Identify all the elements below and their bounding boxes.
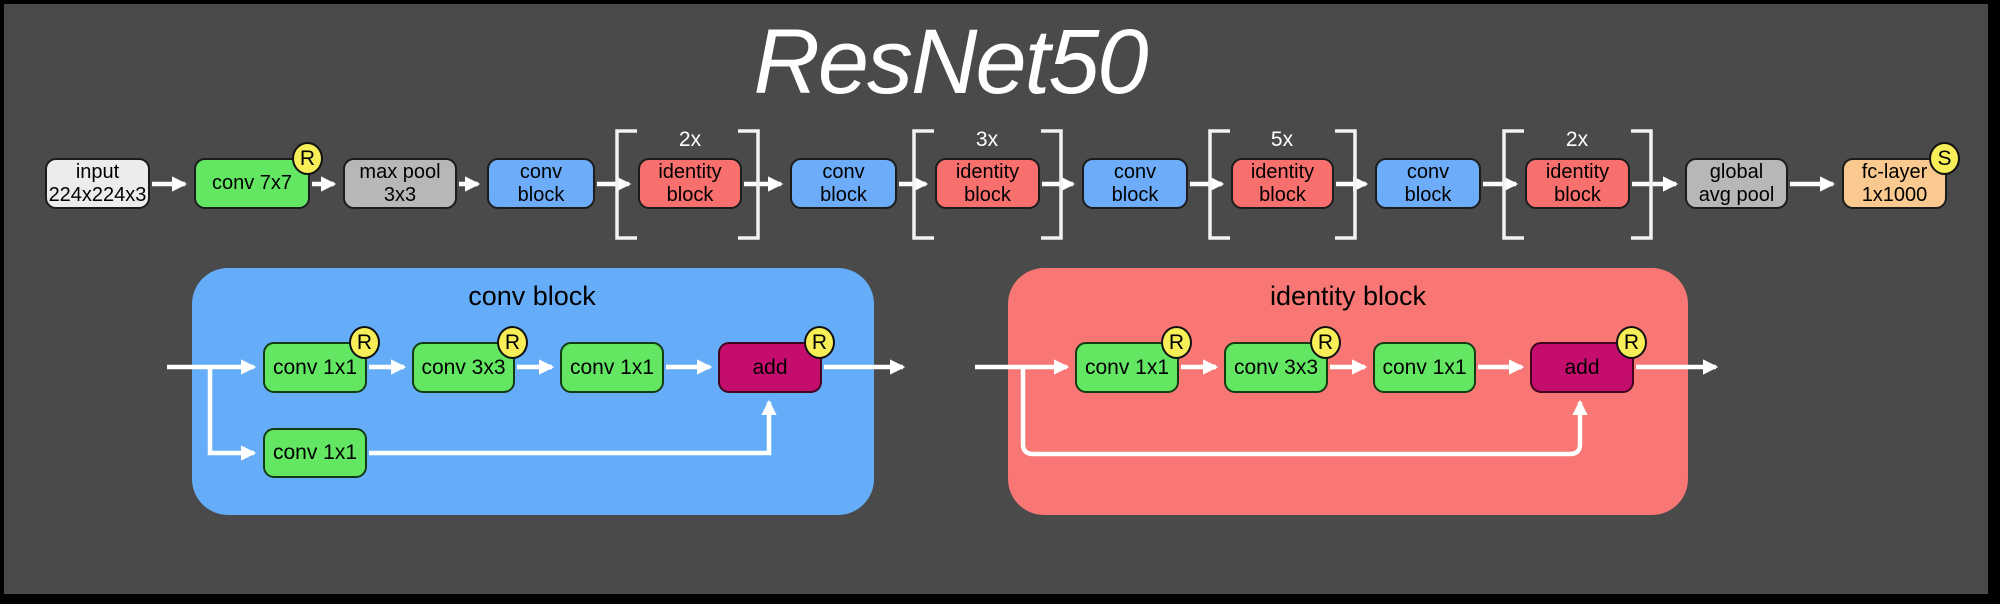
- relu-badge: R: [1161, 326, 1192, 359]
- pipeline-node-conv7x7: conv 7x7 R: [194, 142, 323, 209]
- node-label: fc-layer 1x1000: [1861, 160, 1928, 206]
- diagram-title: ResNet50: [753, 11, 1148, 113]
- relu-badge: R: [349, 326, 380, 359]
- node-label: conv block: [1404, 160, 1452, 206]
- repeat-count-1: 2x: [678, 128, 702, 151]
- node-label: max pool 3x3: [359, 160, 441, 206]
- conv-panel-add: add R: [718, 326, 835, 393]
- box-label: conv 1x1: [1084, 355, 1170, 379]
- node-label: identity block: [1250, 160, 1315, 206]
- node-label: global avg pool: [1698, 160, 1775, 206]
- pipeline-node-identity-block-2: identity block: [935, 158, 1040, 209]
- pipeline-node-fc-layer: fc-layer 1x1000 S: [1842, 142, 1960, 209]
- node-label: identity block: [658, 160, 722, 206]
- conv-panel-shortcut-conv1x1: conv 1x1: [263, 428, 367, 478]
- box-label: conv 1x1: [272, 355, 358, 379]
- frame-border-top: [0, 0, 2000, 4]
- conv-panel-conv1x1-a: conv 1x1 R: [263, 326, 380, 393]
- identity-panel-title: identity block: [1269, 281, 1427, 311]
- node-label: identity block: [955, 160, 1020, 206]
- identity-panel-add: add R: [1530, 326, 1647, 393]
- pipeline-node-input: input 224x224x3: [45, 158, 150, 209]
- conv-panel-conv3x3: conv 3x3 R: [412, 326, 528, 393]
- relu-badge: R: [497, 326, 528, 359]
- pipeline-node-conv-block-3: conv block: [1082, 158, 1188, 209]
- box-label: add: [1564, 355, 1600, 379]
- pipeline-node-conv-block-1: conv block: [487, 158, 595, 209]
- softmax-badge: S: [1929, 142, 1960, 175]
- box-label: add: [752, 355, 788, 379]
- relu-badge: R: [804, 326, 835, 359]
- relu-badge: R: [1616, 326, 1647, 359]
- node-label: conv 7x7: [211, 172, 293, 194]
- node-label: identity block: [1545, 160, 1610, 206]
- frame-border-left: [0, 0, 4, 604]
- frame-border-right: [1988, 0, 2000, 604]
- identity-panel-conv3x3: conv 3x3 R: [1224, 326, 1341, 393]
- conv-panel-conv1x1-b: conv 1x1: [560, 342, 664, 393]
- identity-panel-conv1x1-b: conv 1x1: [1373, 342, 1476, 393]
- box-label: conv 3x3: [1233, 355, 1319, 379]
- pipeline-node-conv-block-2: conv block: [790, 158, 897, 209]
- box-label: conv 1x1: [1382, 355, 1467, 379]
- pipeline-node-conv-block-4: conv block: [1375, 158, 1481, 209]
- identity-panel-conv1x1-a: conv 1x1 R: [1075, 326, 1192, 393]
- node-label: input 224x224x3: [48, 160, 147, 206]
- repeat-count-3: 5x: [1270, 128, 1294, 151]
- conv-panel-title: conv block: [468, 281, 596, 311]
- frame-border-bottom: [0, 594, 2000, 604]
- repeat-count-2: 3x: [975, 128, 999, 151]
- pipeline-node-identity-block-3: identity block: [1231, 158, 1334, 209]
- box-label: conv 3x3: [421, 355, 506, 379]
- pipeline-node-identity-block-4: identity block: [1525, 158, 1630, 209]
- pipeline-node-maxpool: max pool 3x3: [343, 158, 457, 209]
- box-label: conv 1x1: [272, 441, 358, 464]
- pipeline-node-global-avg-pool: global avg pool: [1685, 158, 1788, 209]
- node-label: conv block: [517, 160, 565, 206]
- relu-badge: R: [292, 142, 323, 175]
- box-label: conv 1x1: [569, 355, 655, 379]
- node-label: conv block: [820, 160, 867, 206]
- repeat-count-4: 2x: [1565, 128, 1589, 151]
- relu-badge: R: [1310, 326, 1341, 359]
- node-label: conv block: [1111, 160, 1159, 206]
- pipeline-node-identity-block-1: identity block: [638, 158, 742, 209]
